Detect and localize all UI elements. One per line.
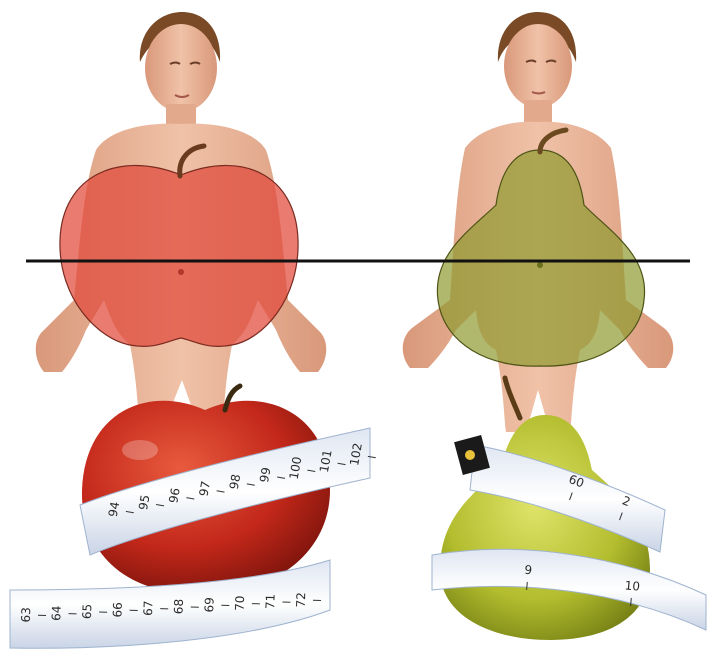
tape-number: 72 bbox=[294, 592, 309, 608]
tape-number: 69 bbox=[202, 597, 217, 613]
tape-number: 70 bbox=[233, 595, 248, 611]
pear-body-figure bbox=[403, 12, 674, 432]
head bbox=[504, 24, 572, 108]
tape-number: 99 bbox=[257, 466, 273, 483]
tape-number: 96 bbox=[166, 487, 182, 504]
tape-number: 64 bbox=[49, 605, 64, 621]
tape-number: 66 bbox=[110, 602, 125, 618]
tape-number: 94 bbox=[106, 501, 122, 518]
tape-number: 71 bbox=[263, 594, 278, 610]
head bbox=[145, 24, 217, 112]
tape-number: 67 bbox=[141, 600, 156, 616]
tape-number: 68 bbox=[172, 599, 187, 615]
apple-body-figure bbox=[36, 12, 327, 430]
apple-shape-overlay bbox=[60, 165, 298, 346]
tape-number: 95 bbox=[136, 494, 152, 511]
tape-number: 98 bbox=[227, 473, 243, 490]
tape-number: 10 bbox=[624, 578, 640, 593]
tape-number: 97 bbox=[197, 480, 213, 497]
tape-number: 63 bbox=[19, 607, 34, 623]
tape-number: 9 bbox=[524, 563, 533, 578]
tape-tick bbox=[527, 582, 528, 590]
tape-number: 65 bbox=[80, 604, 95, 620]
tape-tick bbox=[631, 598, 632, 606]
